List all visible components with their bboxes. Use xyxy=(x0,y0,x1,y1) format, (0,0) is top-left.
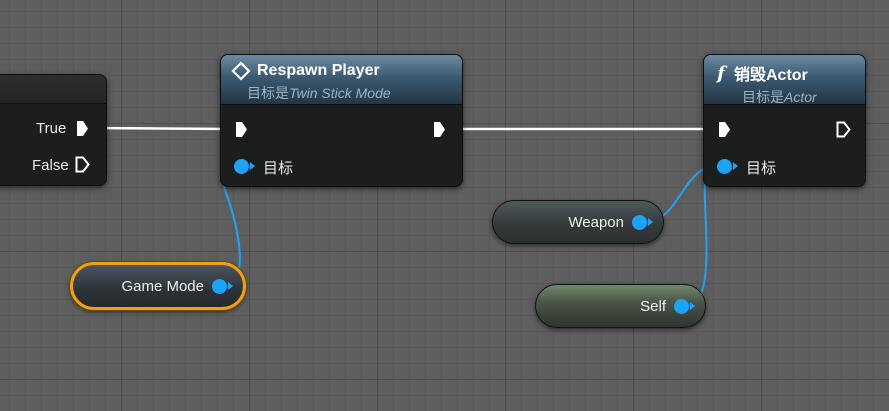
branch-false-exec-pin[interactable] xyxy=(75,156,90,173)
destroy-exec-in-pin[interactable] xyxy=(719,122,730,137)
destroy-target-label: 目标 xyxy=(746,160,777,177)
weapon-variable-node[interactable]: Weapon xyxy=(492,200,664,244)
self-label: Self xyxy=(640,297,666,315)
self-variable-node[interactable]: Self xyxy=(535,284,706,328)
respawn-player-node[interactable]: Respawn Player 目标是Twin Stick Mode 目标 xyxy=(220,54,463,187)
branch-node-header xyxy=(0,75,106,104)
weapon-label: Weapon xyxy=(568,213,624,231)
respawn-player-header: Respawn Player 目标是Twin Stick Mode xyxy=(221,55,462,105)
game-mode-variable-node[interactable]: Game Mode xyxy=(70,262,246,310)
respawn-target-pin[interactable] xyxy=(234,159,255,174)
destroy-exec-out-pin[interactable] xyxy=(836,121,851,138)
respawn-player-title: Respawn Player xyxy=(257,62,380,79)
branch-node[interactable]: True False xyxy=(0,74,107,186)
self-output-pin[interactable] xyxy=(674,298,695,314)
destroy-actor-header: f 销毁Actor 目标是Actor xyxy=(704,55,865,105)
branch-true-label: True xyxy=(36,120,67,137)
destroy-target-pin[interactable] xyxy=(717,159,738,174)
respawn-subtitle-prefix: 目标是 xyxy=(247,85,289,101)
weapon-output-pin[interactable] xyxy=(632,214,653,230)
respawn-subtitle-target: Twin Stick Mode xyxy=(289,85,391,101)
destroy-subtitle-prefix: 目标是 xyxy=(742,89,784,105)
respawn-exec-in-pin[interactable] xyxy=(236,122,247,137)
destroy-actor-node[interactable]: f 销毁Actor 目标是Actor 目标 xyxy=(703,54,866,187)
exec-wire-branch-to-respawn xyxy=(91,126,233,131)
respawn-target-label: 目标 xyxy=(263,160,294,177)
function-icon: f xyxy=(717,62,725,84)
game-mode-label: Game Mode xyxy=(121,277,204,295)
branch-true-exec-pin[interactable] xyxy=(77,121,88,136)
event-diamond-icon xyxy=(231,61,251,81)
destroy-actor-title: 销毁Actor xyxy=(734,67,808,84)
destroy-subtitle-target: Actor xyxy=(784,89,817,105)
respawn-exec-out-pin[interactable] xyxy=(434,122,445,137)
game-mode-output-pin[interactable] xyxy=(212,278,233,294)
branch-false-label: False xyxy=(32,157,69,174)
